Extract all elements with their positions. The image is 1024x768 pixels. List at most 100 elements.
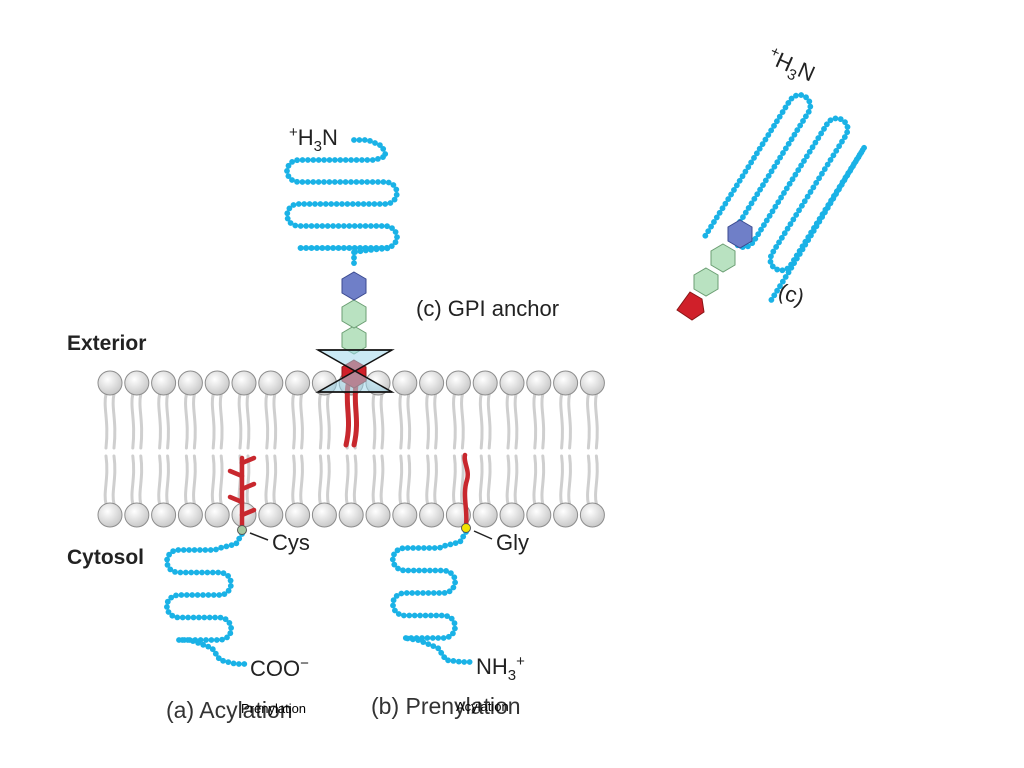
lipid-head: [204, 370, 230, 396]
protein-bead: [435, 645, 442, 652]
protein-bead: [213, 546, 219, 553]
lipid-tail: [130, 392, 136, 450]
protein-bead: [367, 138, 373, 144]
lipid-tail: [586, 454, 591, 506]
protein-bead: [292, 222, 299, 229]
protein-bead: [164, 598, 171, 605]
protein-bead: [431, 545, 438, 551]
protein-bead: [838, 181, 845, 188]
lipid-head: [392, 502, 418, 528]
lipid-tail: [567, 454, 572, 506]
lipid-tail: [532, 392, 538, 450]
detail-hexagon-green-2: [693, 267, 719, 297]
detail-anchor-red: [676, 291, 705, 321]
protein-bead: [466, 659, 473, 665]
protein-bead: [421, 545, 427, 551]
protein-bead: [390, 602, 396, 609]
protein-bead: [451, 574, 458, 581]
lipid-tail: [299, 392, 304, 450]
protein-bead: [799, 202, 805, 209]
protein-bead: [421, 567, 428, 574]
protein-bead: [788, 136, 795, 143]
protein-bead: [441, 590, 448, 596]
protein-bead: [170, 548, 177, 555]
protein-bead: [207, 547, 214, 553]
protein-bead: [173, 592, 179, 599]
protein-bead: [319, 223, 326, 229]
protein-bead: [393, 186, 400, 193]
protein-bead: [774, 287, 781, 294]
protein-bead: [315, 157, 322, 163]
detail-hexagon-green-1: [710, 243, 736, 273]
protein-bead: [777, 283, 783, 290]
protein-bead: [219, 636, 226, 643]
protein-bead: [451, 620, 458, 627]
protein-bead: [786, 180, 793, 187]
protein-bead: [443, 568, 449, 574]
lipid-tail: [138, 454, 144, 506]
protein-bead: [713, 214, 720, 221]
protein-bead: [410, 567, 417, 574]
protein-bead: [390, 182, 397, 188]
protein-bead: [404, 545, 411, 551]
protein-bead: [319, 245, 326, 251]
protein-bead: [221, 591, 228, 597]
protein-bead: [399, 545, 406, 552]
lipid-tail: [165, 392, 170, 450]
lipid-head: [338, 502, 364, 528]
protein-bead: [321, 179, 327, 185]
protein-bead: [844, 172, 851, 179]
protein-bead: [437, 544, 443, 551]
protein-bead: [188, 569, 195, 576]
protein-bead: [174, 614, 181, 621]
lipid-tail: [594, 392, 599, 450]
protein-bead: [298, 245, 304, 251]
protein-bead: [781, 230, 788, 237]
protein-bead: [832, 115, 839, 122]
protein-bead: [351, 249, 357, 256]
protein-bead: [773, 244, 780, 250]
caption-b: (b) Prenylation: [371, 693, 521, 719]
lipid-tail: [318, 454, 323, 506]
protein-bead: [861, 144, 867, 151]
gpi-anchor-label: (c) GPI anchor: [416, 296, 559, 321]
protein-bead: [425, 590, 432, 596]
protein-bead: [328, 201, 335, 207]
lipid-tail: [272, 454, 278, 506]
protein-bead: [430, 643, 437, 649]
protein-bead: [852, 158, 859, 165]
protein-bead: [772, 203, 779, 210]
protein-bead: [410, 545, 416, 551]
protein-bead: [776, 239, 782, 246]
protein-bead: [780, 150, 786, 156]
lipid-head: [258, 502, 284, 528]
protein-bead: [837, 116, 844, 123]
protein-bead: [373, 223, 380, 229]
protein-bead: [803, 94, 809, 101]
protein-bead: [445, 633, 452, 640]
protein-bead: [353, 157, 360, 163]
protein-bead: [388, 243, 395, 250]
protein-bead: [742, 209, 749, 216]
protein-bead: [460, 533, 467, 540]
protein-bead: [761, 222, 767, 228]
protein-bead: [384, 223, 390, 230]
lipid-tail: [398, 454, 404, 506]
lipid-head: [285, 370, 311, 396]
protein-bead: [164, 604, 170, 610]
protein-bead: [342, 157, 349, 163]
lipid-tail: [433, 454, 438, 506]
protein-bead: [725, 196, 732, 202]
protein-bead: [308, 223, 315, 229]
protein-bead: [387, 200, 394, 206]
lipid-tail: [318, 392, 323, 450]
lipid-head: [392, 370, 418, 396]
protein-bead: [168, 594, 175, 601]
lipid-tail: [559, 392, 564, 450]
protein-bead: [380, 146, 387, 152]
protein-bead: [357, 223, 363, 229]
protein-bead: [816, 218, 823, 225]
protein-bead: [823, 121, 830, 128]
protein-bead: [771, 292, 778, 299]
lipid-head: [204, 502, 230, 528]
